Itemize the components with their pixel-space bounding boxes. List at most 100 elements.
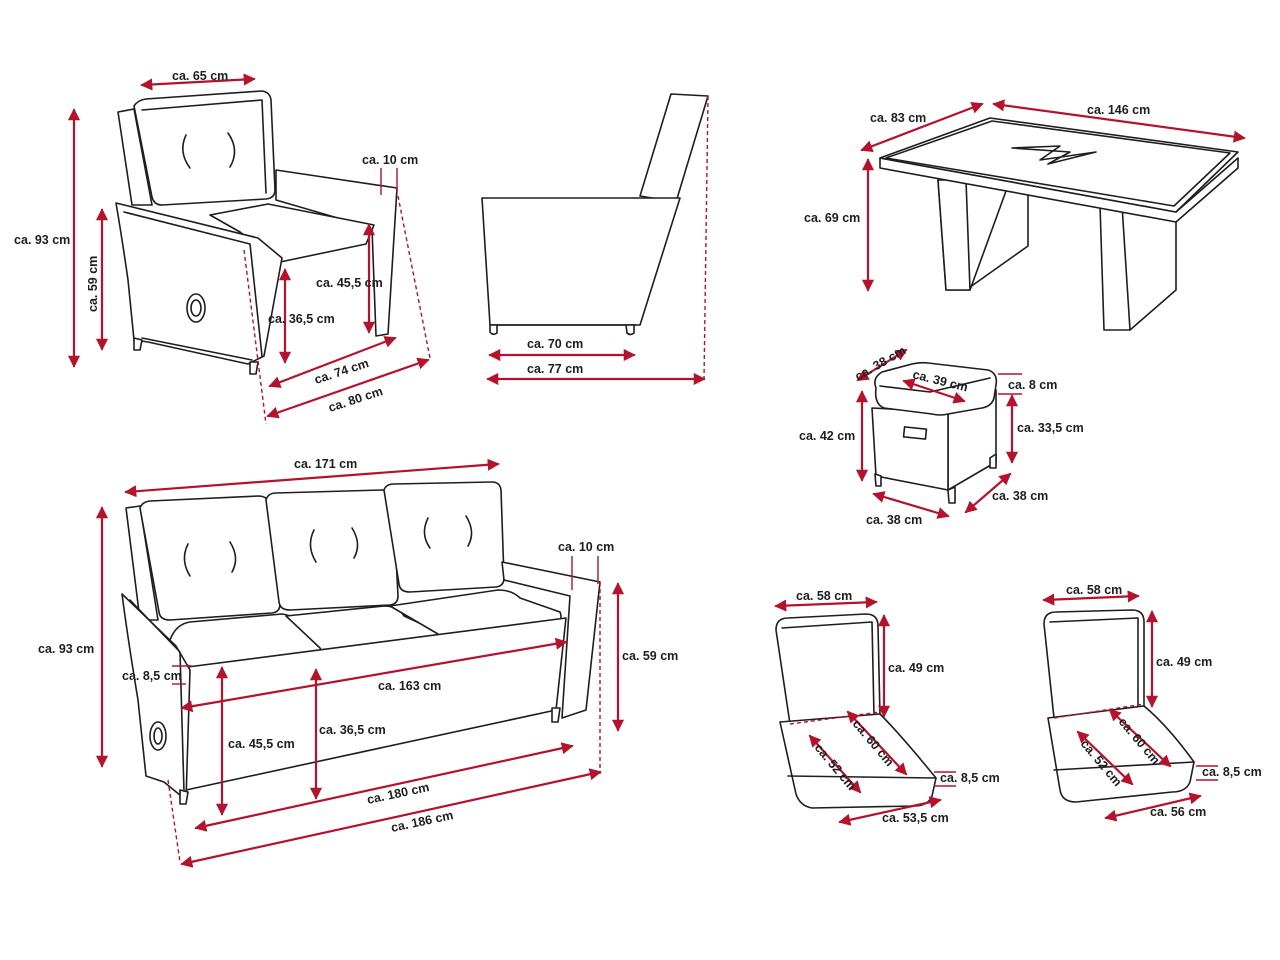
armchair-height-total-label: ca. 93 cm [14, 233, 70, 247]
armchair-back-cushion-inner [141, 99, 267, 194]
armchair-armrest-width-label: ca. 10 cm [362, 153, 418, 167]
armchair-side-foot-back [625, 324, 635, 336]
stool-height-total-label: ca. 42 cm [799, 429, 855, 443]
armchair-tuft-left-icon [182, 134, 191, 169]
armchair-side-depth-inner-label: ca. 70 cm [527, 337, 583, 351]
dimension-dashed-guide [397, 195, 431, 359]
cushion-1-thickness-label: ca. 8,5 cm [940, 771, 1000, 785]
sofa-back-cushion-1 [139, 495, 281, 621]
dimension-arrow-line [1042, 590, 1140, 606]
cushion-1-back-inner [781, 621, 875, 717]
armchair-side-body [481, 197, 681, 326]
armchair-side-backrest [639, 93, 709, 203]
cushion-1-back [775, 613, 881, 725]
stool-cushion [874, 361, 998, 416]
dimension-arrow-line [860, 102, 984, 152]
sofa-tuft-1a-icon [183, 543, 191, 577]
sofa-foot-right [551, 707, 561, 723]
sofa-tuft-1b-icon [229, 541, 237, 573]
sofa-recline-handle-inner-icon [153, 727, 163, 745]
sofa-armrest-width-label: ca. 10 cm [558, 540, 614, 554]
cushion-2-back [1043, 609, 1145, 719]
cushion-2-back-height-label: ca. 49 cm [1156, 655, 1212, 669]
cushion-2-width-bottom-label: ca. 56 cm [1150, 805, 1206, 819]
sofa-back-frame [125, 505, 159, 621]
stool-body-front [871, 407, 949, 491]
armchair-base-line [141, 337, 253, 361]
sofa-tuft-3a-icon [423, 517, 431, 549]
sofa-seat-width-label: ca. 163 cm [378, 679, 441, 693]
armchair-recline-handle-icon [186, 293, 206, 323]
stool-foot-front-right [947, 486, 956, 504]
sofa-recline-handle-icon [149, 721, 167, 751]
dimension-arrow-line [266, 357, 430, 419]
stool-depth-bottom-label: ca. 38 cm [992, 489, 1048, 503]
dimension-arrow-line [180, 637, 568, 713]
dimension-arrow-line [872, 491, 950, 519]
stool-handle-icon [902, 426, 928, 440]
sofa-cushion-thickness-label: ca. 8,5 cm [122, 669, 182, 683]
stool-foot-front-left [874, 473, 882, 487]
cushion-1-width-top-label: ca. 58 cm [796, 589, 852, 603]
armchair-back-cushion [133, 90, 276, 206]
dimension-arrow-line [140, 73, 256, 91]
table-length-label: ca. 146 cm [1087, 103, 1150, 117]
stool-width-bottom-label: ca. 38 cm [866, 513, 922, 527]
armchair-foot-right [249, 361, 259, 375]
dimension-dashed-guide [789, 711, 881, 725]
armchair-recline-handle-inner-icon [190, 299, 202, 317]
sofa-back-cushion-2 [265, 489, 399, 611]
dimension-dashed-guide [703, 95, 709, 381]
dimension-arrow-line [1104, 792, 1202, 822]
sofa-width-top-label: ca. 171 cm [294, 457, 357, 471]
armchair-depth-total-label: ca. 80 cm [327, 384, 385, 415]
dimension-arrow-line [1108, 708, 1172, 768]
armchair-seat-height-inner-label: ca. 36,5 cm [268, 312, 335, 326]
sofa-left-body-inner [129, 599, 185, 793]
armchair-tuft-right-icon [227, 132, 236, 168]
stool-height-body-label: ca. 33,5 cm [1017, 421, 1084, 435]
cushion-1-width-bottom-label: ca. 53,5 cm [882, 811, 949, 825]
table-leg-left-front [937, 179, 971, 291]
dimension-arrow-line [180, 768, 602, 868]
dimension-arrow-line [838, 796, 942, 826]
armchair-height-armrest-label: ca. 59 cm [86, 256, 100, 312]
armchair-back-frame [117, 108, 153, 206]
sofa-seat-height-label: ca. 45,5 cm [228, 737, 295, 751]
cushion-2-width-top-label: ca. 58 cm [1066, 583, 1122, 597]
cushion-1-back-height-label: ca. 49 cm [888, 661, 944, 675]
dimension-arrow-line [902, 378, 966, 404]
armchair-front [115, 90, 398, 375]
table-height-label: ca. 69 cm [804, 211, 860, 225]
armchair-foot-left [133, 337, 143, 351]
sofa-tuft-3b-icon [465, 515, 473, 547]
table-leg-right-edge [1121, 204, 1131, 331]
dimension-arrow-line [1076, 730, 1134, 786]
sofa-height-armrest-label: ca. 59 cm [622, 649, 678, 663]
sofa-height-total-label: ca. 93 cm [38, 642, 94, 656]
sofa-seat-height-inner-label: ca. 36,5 cm [319, 723, 386, 737]
dimension-arrow-line [964, 472, 1012, 514]
dimension-dashed-guide [243, 249, 267, 425]
sofa-tuft-2b-icon [351, 527, 359, 559]
dimension-arrow-line [124, 458, 500, 498]
armchair-side-depth-total-label: ca. 77 cm [527, 362, 583, 376]
cushion-2-back-inner [1049, 617, 1139, 707]
dimension-arrow-line [808, 734, 862, 794]
stool-foot-back-right [989, 453, 997, 469]
sofa-foot-left [179, 789, 189, 805]
armchair-side [481, 93, 709, 336]
table-glass-reflection-icon [1011, 145, 1097, 165]
armchair-left-body-inner [123, 211, 263, 357]
armchair-width-top-label: ca. 65 cm [172, 69, 228, 83]
cushion-set-1 [775, 613, 937, 809]
dimension-arrow-line [774, 596, 878, 612]
sofa-back-cushion-3 [383, 481, 505, 593]
cushion-2-thickness-label: ca. 8,5 cm [1202, 765, 1262, 779]
stool-cushion-height-label: ca. 8 cm [1008, 378, 1057, 392]
armchair-left-body [115, 202, 283, 365]
armchair-side-foot-front [489, 324, 498, 336]
dimension-arrow-line [992, 99, 1246, 143]
